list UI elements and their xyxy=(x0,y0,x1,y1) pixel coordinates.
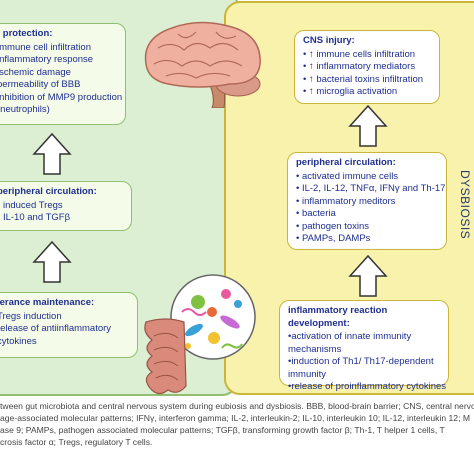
right-inflammation-box: inflammatory reaction development: •acti… xyxy=(279,300,449,392)
caption-line: crosis factor α; Tregs, regulatory T cel… xyxy=(0,437,153,447)
right-circulation-title: peripheral circulation: xyxy=(296,157,396,168)
brain-illustration xyxy=(144,21,261,108)
figure-caption: tween gut microbiota and central nervous… xyxy=(0,400,474,474)
right-circulation-item: • IL-2, IL-12, TNFα, IFNγ and Th-17 xyxy=(296,183,446,194)
right-inflammation-item: immunity xyxy=(288,368,327,380)
left-circulation-box: peripheral circulation: • induced Tregs … xyxy=(0,181,132,231)
intestine-illustration xyxy=(144,318,187,395)
microbiota-illustration xyxy=(170,274,256,360)
right-circulation-item: • inflammatory meditors xyxy=(296,195,396,207)
caption-line: ase 9; PAMPs, pathogen associated molecu… xyxy=(0,425,445,435)
caption-line: age-associated molecular patterns; IFNγ,… xyxy=(0,413,471,423)
left-protection-title: - protection: xyxy=(0,28,53,39)
right-inflammation-item: mechanisms xyxy=(288,343,342,355)
up-arrow-icon xyxy=(348,104,388,147)
up-arrow-icon xyxy=(32,132,72,175)
right-cns-injury-item: • ↑ inflammatory mediators xyxy=(303,61,416,72)
up-arrow-icon xyxy=(32,240,72,283)
right-circulation-item: • activated immune cells xyxy=(296,170,399,182)
dysbiosis-label: DYSBIOSIS xyxy=(458,170,472,240)
right-cns-injury-item: • ↑ bacterial toxins infiltration xyxy=(303,73,424,85)
right-circulation-item: • bacteria xyxy=(296,208,336,219)
caption-line: tween gut microbiota and central nervous… xyxy=(0,401,474,411)
right-circulation-item: • pathogen toxins xyxy=(296,220,370,232)
left-protection-item: permeability of BBB xyxy=(0,79,81,90)
left-protection-box: - protection: immune cell infiltration i… xyxy=(0,23,126,125)
left-protection-item: (neutrophils) xyxy=(0,104,50,115)
left-circulation-title: peripheral circulation: xyxy=(0,186,97,197)
right-circulation-item: • PAMPs, DAMPs xyxy=(296,233,371,244)
right-circulation-box: peripheral circulation: • activated immu… xyxy=(287,152,447,250)
right-inflammation-item: •induction of Th1/ Th17-dependent xyxy=(288,356,434,367)
right-cns-injury-item: • ↑ immune cells infiltration xyxy=(303,48,416,60)
right-cns-injury-title: CNS injury: xyxy=(303,35,355,46)
left-protection-item: inflammatory response xyxy=(0,54,94,65)
right-cns-injury-box: CNS injury: • ↑ immune cells infiltratio… xyxy=(294,30,440,104)
right-inflammation-item: •activation of innate immunity xyxy=(288,331,412,342)
left-tolerance-title: lerance maintenance: xyxy=(0,297,95,308)
left-tolerance-box: lerance maintenance: Tregs induction rel… xyxy=(0,292,138,358)
right-inflammation-title: inflammatory reaction development: xyxy=(288,305,388,329)
left-tolerance-item: Tregs induction xyxy=(0,310,62,322)
right-inflammation-item: •release of proinflammatory cytokines xyxy=(288,381,447,392)
left-circulation-item: • induced Tregs xyxy=(0,199,63,211)
left-tolerance-item: cytokines xyxy=(0,335,37,347)
left-tolerance-item: release of antiinflammatory xyxy=(0,323,112,334)
left-protection-item: immune cell infiltration xyxy=(0,41,91,53)
left-protection-item: inhibition of MMP9 production xyxy=(0,91,123,103)
left-protection-item: ischemic damage xyxy=(0,66,71,78)
up-arrow-icon xyxy=(348,254,388,297)
left-circulation-item: • IL-10 and TGFβ xyxy=(0,212,71,223)
right-cns-injury-item: • ↑ microglia activation xyxy=(303,86,398,97)
